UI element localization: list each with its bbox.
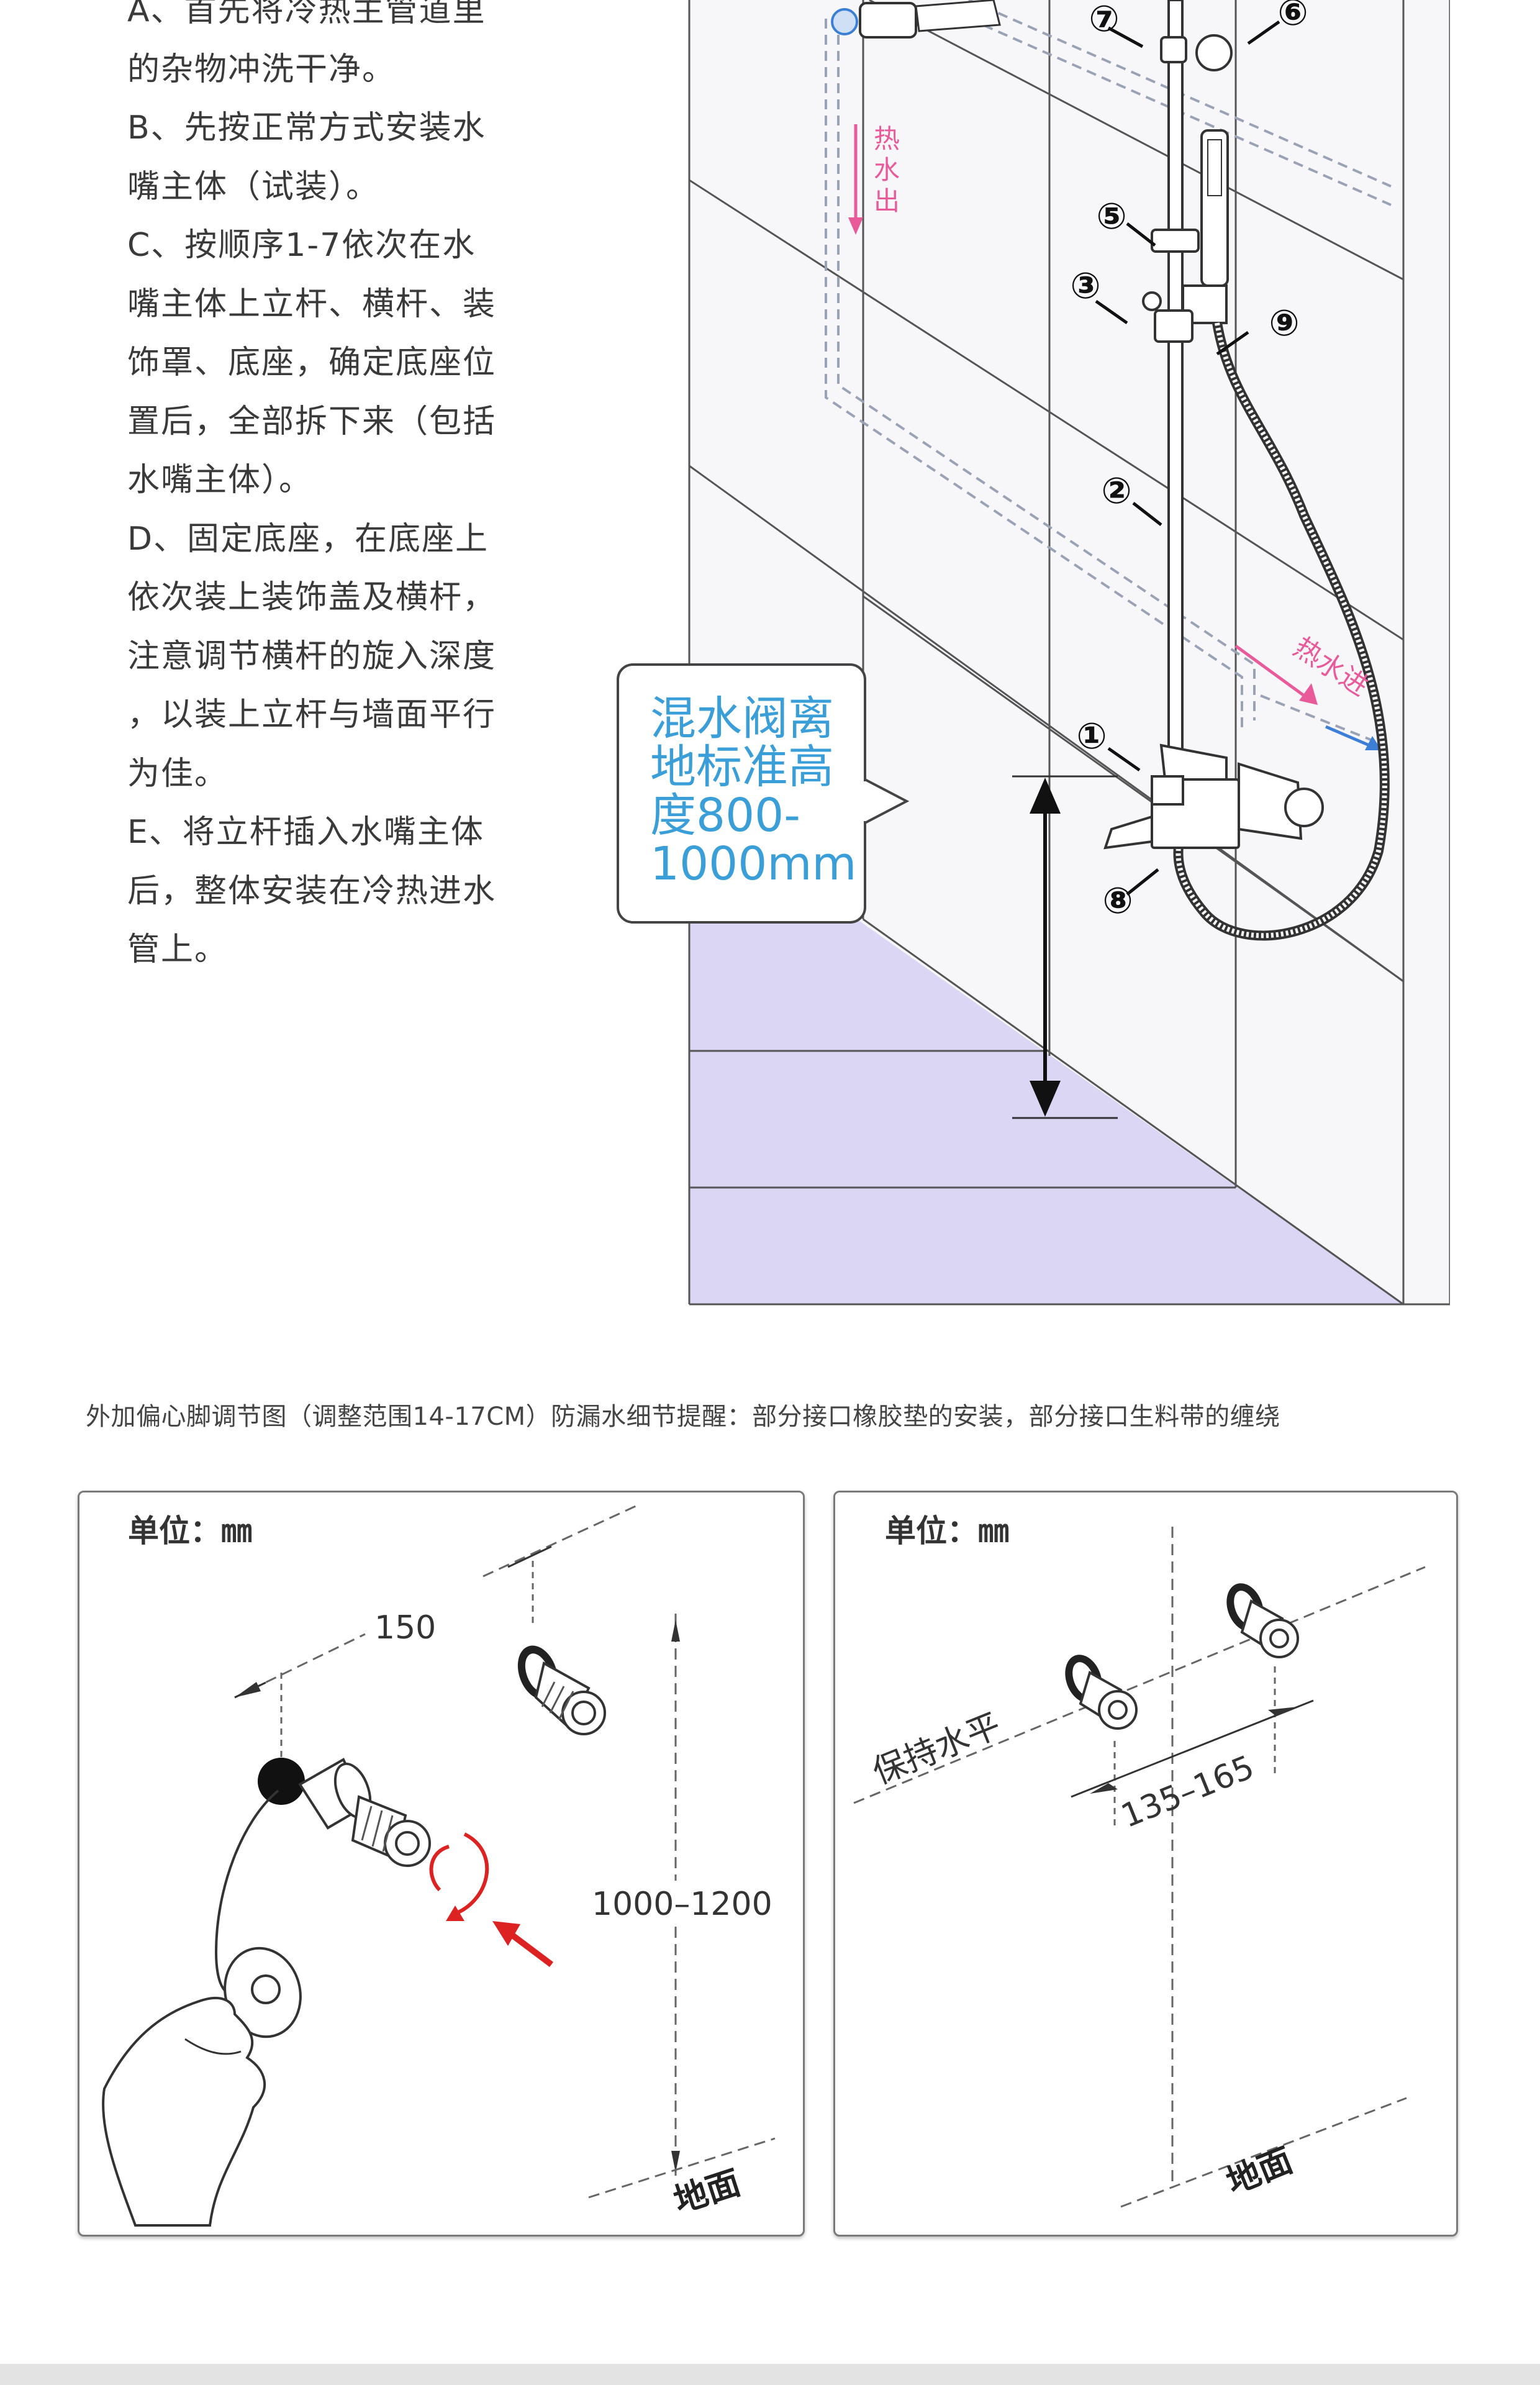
eccentric-adjust-drawing: 150 bbox=[102, 1504, 776, 2227]
callout-2: ② bbox=[1101, 470, 1131, 512]
step-line: A、首先将冷热主管道里 bbox=[127, 0, 486, 29]
installation-steps: A、首先将冷热主管道里 的杂物冲洗干净。 B、先按正常方式安装水 嘴主体（试装）… bbox=[127, 0, 525, 979]
step-line: B、先按正常方式安装水 bbox=[127, 109, 486, 147]
height-dimension: 1000–1200 bbox=[592, 1886, 772, 1923]
unit-label: 单位：㎜ bbox=[128, 1513, 252, 1549]
note-line: 混水阀离 bbox=[650, 692, 834, 745]
note-line: 度800- bbox=[650, 789, 800, 842]
step-line: D、固定底座，在底座上 bbox=[127, 520, 489, 558]
callout-1: ① bbox=[1076, 715, 1107, 757]
step-line: 嘴主体（试装）。 bbox=[127, 168, 380, 206]
level-label: 保持水平 bbox=[867, 1706, 1006, 1792]
spacing-adjust-drawing: 保持水平 135–165 地面 bbox=[853, 1527, 1426, 2208]
step-line: C、按顺序1-7依次在水 bbox=[127, 227, 476, 264]
unit-label: 单位：㎜ bbox=[885, 1513, 1009, 1549]
step-line: E、将立杆插入水嘴主体 bbox=[127, 814, 484, 851]
step-line: 后，整体安装在冷热进水 bbox=[127, 872, 497, 910]
callout-8: ⑧ bbox=[1102, 879, 1133, 922]
step-line: 管上。 bbox=[127, 931, 229, 968]
step-line: ，以装上立杆与墙面平行 bbox=[127, 696, 497, 734]
step-line: 注意调节横杆的旋入深度 bbox=[127, 637, 497, 675]
step-line: 为佳。 bbox=[127, 755, 229, 793]
callout-5: ⑤ bbox=[1096, 195, 1126, 237]
svg-text:热: 热 bbox=[874, 124, 900, 154]
adjustment-caption: 外加偏心脚调节图（调整范围14-17CM）防漏水细节提醒：部分接口橡胶垫的安装，… bbox=[86, 1402, 1280, 1431]
spacing-dimension: 150 bbox=[374, 1609, 436, 1647]
floor-label: 地面 bbox=[1221, 2140, 1298, 2202]
step-line: 依次装上装饰盖及横杆， bbox=[127, 579, 497, 616]
footer-bar bbox=[0, 2364, 1540, 2385]
step-line: 水嘴主体）。 bbox=[127, 461, 313, 499]
note-line: 1000mm bbox=[650, 837, 857, 891]
shower-installation-diagram: ⑦ ⑥ ⑤ ③ ⑨ ② ① ⑧ 热 水 出 热水进 混水阀离 地标准高 度800… bbox=[617, 0, 1450, 1306]
callout-9: ⑨ bbox=[1269, 302, 1299, 344]
callout-3: ③ bbox=[1070, 265, 1100, 307]
svg-text:出: 出 bbox=[874, 186, 900, 216]
valve-height-note: 混水阀离 地标准高 度800- 1000mm bbox=[650, 692, 857, 891]
callout-7: ⑦ bbox=[1089, 0, 1119, 40]
step-line: 饰罩、底座，确定底座位 bbox=[127, 344, 497, 381]
step-line: 嘴主体上立杆、横杆、装 bbox=[127, 285, 497, 323]
floor-label: 地面 bbox=[669, 2163, 745, 2220]
step-line: 置后，全部拆下来（包括 bbox=[127, 402, 497, 440]
spacing-dimension: 135–165 bbox=[1116, 1748, 1259, 1835]
hot-water-out-label: 热 水 出 bbox=[874, 124, 900, 216]
callout-6: ⑥ bbox=[1277, 0, 1308, 34]
note-line: 地标准高 bbox=[650, 740, 834, 794]
eccentric-adjust-panel: 单位：㎜ 150 bbox=[78, 1491, 805, 2237]
svg-text:水: 水 bbox=[874, 155, 900, 185]
step-line: 的杂物冲洗干净。 bbox=[127, 50, 396, 88]
spacing-adjust-panel: 单位：㎜ 保持水平 135–165 地面 bbox=[833, 1491, 1458, 2237]
